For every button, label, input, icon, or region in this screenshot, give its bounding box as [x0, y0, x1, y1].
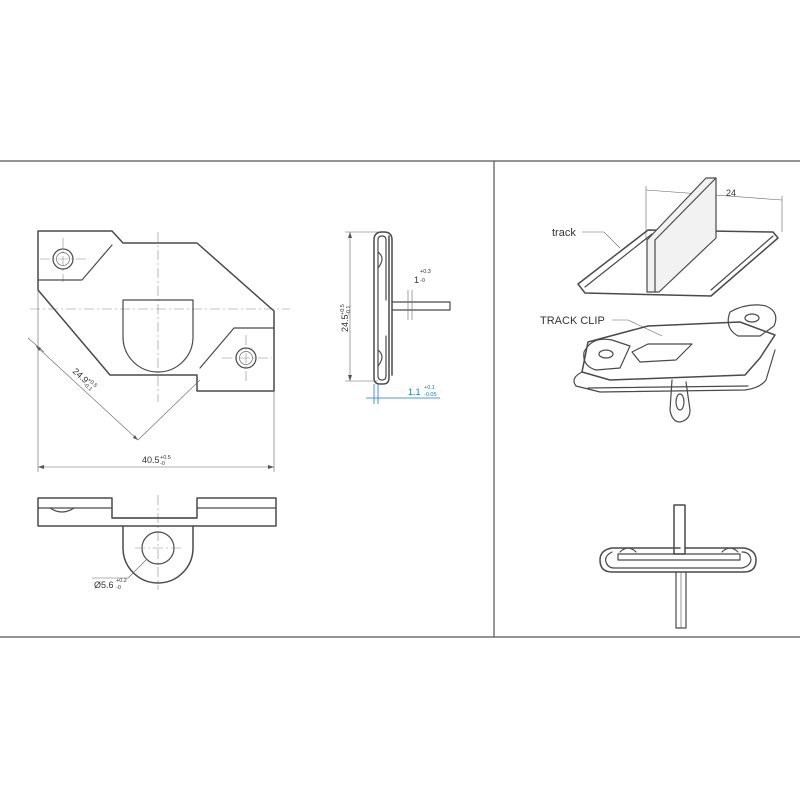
leader-track-clip	[612, 319, 663, 337]
svg-text:-0: -0	[116, 585, 121, 591]
side-tab	[391, 301, 451, 311]
side-profile-inner	[377, 235, 387, 381]
right-hole	[235, 347, 257, 369]
clip-iso-left-eye	[583, 338, 631, 371]
svg-text:+0.2: +0.2	[116, 578, 127, 584]
svg-text:24: 24	[726, 188, 736, 198]
clip-iso-cutout	[631, 343, 693, 363]
svg-text:+0.5: +0.5	[86, 377, 98, 389]
sheet-frame	[0, 160, 800, 638]
section-clip-inner	[605, 551, 752, 569]
label-track-clip: TRACK CLIP	[540, 315, 605, 327]
isometric-track: 24 track	[552, 177, 783, 297]
side-bump-top	[377, 251, 383, 269]
svg-text:-0.1: -0.1	[346, 306, 352, 315]
svg-text:1: 1	[414, 275, 419, 285]
svg-text:Ø5.6: Ø5.6	[94, 580, 114, 590]
svg-text:-0.05: -0.05	[424, 392, 437, 398]
svg-text:+0.5: +0.5	[160, 455, 171, 461]
label-track: track	[552, 227, 576, 239]
clip-iso-right-eye	[727, 304, 777, 337]
front-plate	[37, 497, 277, 527]
svg-text:-0: -0	[160, 461, 165, 467]
right-tab-fold	[199, 327, 275, 369]
front-view: Ø5.6 +0.2 -0	[37, 495, 277, 591]
dimension-hole-diameter: Ø5.6 +0.2 -0	[92, 559, 147, 591]
clip-iso-lower	[573, 349, 776, 393]
side-profile-outer	[373, 231, 393, 385]
d-cutout	[122, 299, 194, 373]
svg-text:-0.1: -0.1	[82, 382, 93, 393]
clip-outline	[37, 230, 275, 392]
height-value: 24.5	[340, 314, 350, 332]
left-eye-hole	[598, 349, 614, 359]
section-track-base	[617, 553, 741, 561]
loop-hole	[675, 393, 685, 411]
side-bump-bottom	[377, 349, 383, 367]
section-bump-left	[619, 547, 637, 553]
svg-text:+0.1: +0.1	[424, 385, 435, 391]
width-value: 40.5	[142, 455, 160, 465]
svg-text:+0.5: +0.5	[340, 304, 346, 315]
track-base	[577, 229, 779, 297]
dimension-tab-gap: 1 +0.3 -0	[414, 269, 431, 285]
dimension-thickness: 1.1 +0.1 -0.05	[366, 384, 440, 404]
front-hanging-tab	[122, 525, 194, 584]
track-web	[646, 177, 717, 293]
front-bump	[49, 507, 75, 513]
section-clip-outer	[599, 547, 757, 573]
left-hole	[52, 248, 74, 270]
leader-track	[582, 231, 621, 249]
side-view: 24.5 +0.5 -0.1 1 +0.3 -0 1.1 +0.1 -0.05	[340, 231, 451, 404]
svg-text:+0.3: +0.3	[420, 269, 431, 275]
dimension-diagonal: 24.9 +0.5 -0.1	[27, 337, 201, 441]
clip-iso-plate	[581, 321, 776, 381]
dimension-width-overall: 40.5 +0.5 -0	[37, 290, 275, 472]
clip-iso-loop	[669, 379, 691, 423]
section-bump-right	[721, 547, 739, 553]
right-eye-hole	[744, 313, 760, 323]
section-web	[673, 504, 686, 555]
svg-text:-0: -0	[420, 278, 425, 284]
svg-text:1.1: 1.1	[408, 387, 421, 397]
section-clip-in-track	[599, 504, 757, 629]
isometric-track-clip: TRACK CLIP	[540, 304, 777, 423]
left-tab-fold	[37, 244, 113, 281]
top-view: 40.5 +0.5 -0 24.9 +0.5 -0.1	[27, 230, 290, 472]
